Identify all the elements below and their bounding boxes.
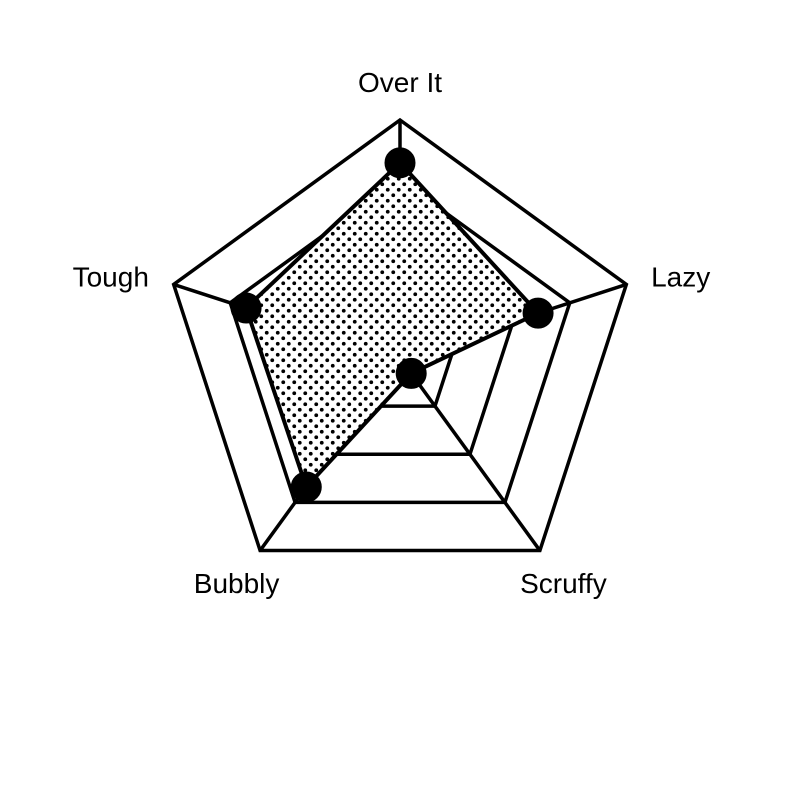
grid-ring-4: [171, 117, 629, 553]
data-point-bubbly: [290, 471, 322, 503]
data-point-over-it: [384, 147, 416, 179]
axis-label-tough: Tough: [73, 261, 149, 292]
data-point-lazy: [522, 297, 554, 329]
axis-label-scruffy: Scruffy: [520, 568, 607, 599]
axis-label-lazy: Lazy: [651, 261, 710, 292]
data-point-scruffy: [395, 357, 427, 389]
grid-ring-3: [228, 177, 572, 505]
axis-label-over-it: Over It: [358, 67, 442, 98]
radar-data-layer: [230, 147, 554, 503]
spoke-scruffy: [398, 356, 542, 552]
series-area: [243, 159, 542, 491]
axis-label-bubbly: Bubbly: [194, 568, 280, 599]
data-point-tough: [230, 292, 262, 324]
